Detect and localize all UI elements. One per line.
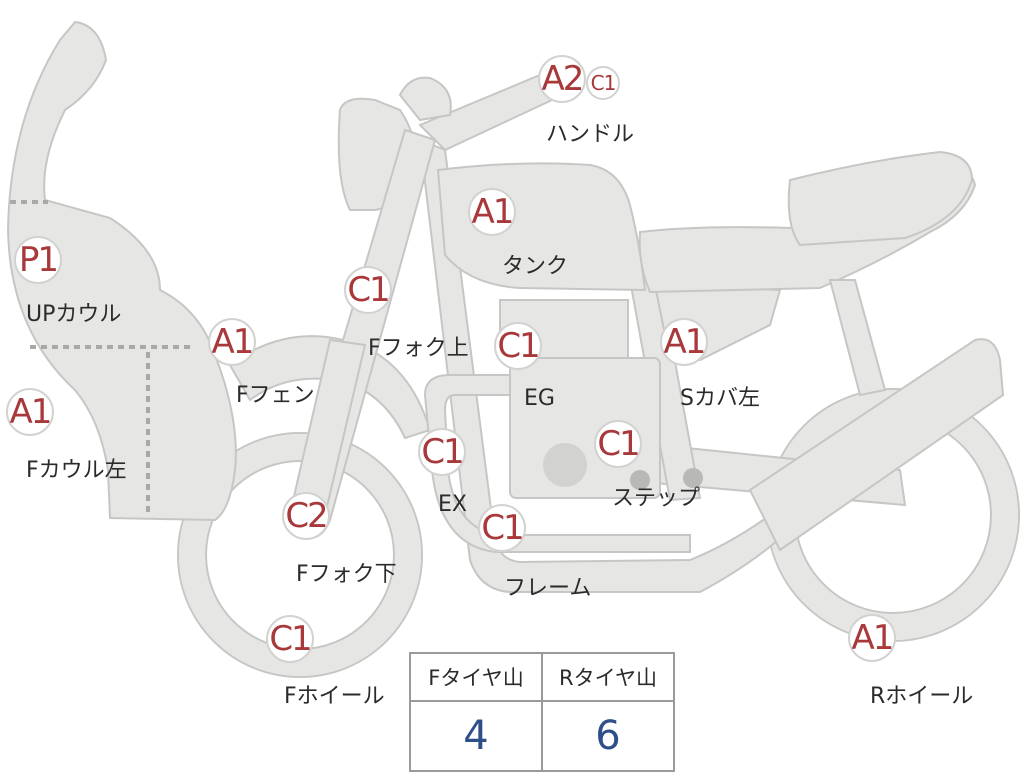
frame-label: フレーム: [504, 576, 592, 601]
f-fork-upper-grade-badge: C1: [344, 266, 392, 314]
cowl-shape: [6, 20, 237, 522]
handle-label: ハンドル: [546, 122, 635, 147]
rear-stay-shape: [748, 338, 1005, 552]
step-peg-shape-2: [683, 468, 703, 488]
exhaust-grade-badge: C1: [418, 428, 466, 476]
step-label: ステップ: [612, 486, 701, 511]
tank-label: タンク: [502, 254, 569, 279]
tire-tread-table: Fタイヤ山 Rタイヤ山 4 6: [409, 652, 675, 772]
engine-cover-shape: [543, 443, 587, 487]
handle-grade-badge-secondary: C1: [586, 66, 620, 100]
f-cowl-left-label: Fカウル左: [26, 458, 127, 483]
r-wheel-label: Rホイール: [870, 684, 974, 709]
handle-grade-badge: A2: [538, 55, 586, 103]
r-wheel-grade-badge: A1: [848, 614, 896, 662]
f-wheel-label: Fホイール: [284, 684, 385, 709]
front-tire-tread-value: 4: [409, 700, 543, 772]
f-cowl-left-grade-badge: A1: [6, 388, 54, 436]
up-cowl-label: UPカウル: [26, 302, 122, 327]
f-fork-upper-label: Fフォク上: [368, 336, 469, 361]
seat-cowl-shape: [787, 150, 974, 247]
rear-tire-tread-value: 6: [541, 700, 675, 772]
engine-grade-badge: C1: [494, 322, 542, 370]
tire-tread-value-row: 4 6: [409, 700, 675, 772]
tank-grade-badge: A1: [468, 188, 516, 236]
rear-shock-shape: [828, 279, 887, 397]
step-grade-badge: C1: [594, 420, 642, 468]
mirror-shape: [398, 76, 452, 122]
step-peg-shape: [630, 470, 650, 490]
side-cover-left-label: Sカバ左: [680, 386, 760, 411]
frame-grade-badge: C1: [478, 504, 526, 552]
f-fender-grade-badge: A1: [208, 318, 256, 366]
f-fork-lower-grade-badge: C2: [282, 492, 330, 540]
side-cover-left-grade-badge: A1: [660, 318, 708, 366]
exhaust-label: EX: [438, 492, 467, 517]
f-fender-label: Fフェン: [236, 383, 315, 408]
f-fork-lower-label: Fフォク下: [296, 562, 397, 587]
up-cowl-grade-badge: P1: [14, 236, 62, 284]
tire-tread-header-row: Fタイヤ山 Rタイヤ山: [409, 652, 675, 702]
front-tire-tread-header: Fタイヤ山: [409, 652, 543, 702]
exhaust-shape: [423, 374, 691, 553]
rear-tire-tread-header: Rタイヤ山: [541, 652, 675, 702]
engine-label: EG: [524, 386, 555, 411]
f-wheel-grade-badge: C1: [266, 615, 314, 663]
